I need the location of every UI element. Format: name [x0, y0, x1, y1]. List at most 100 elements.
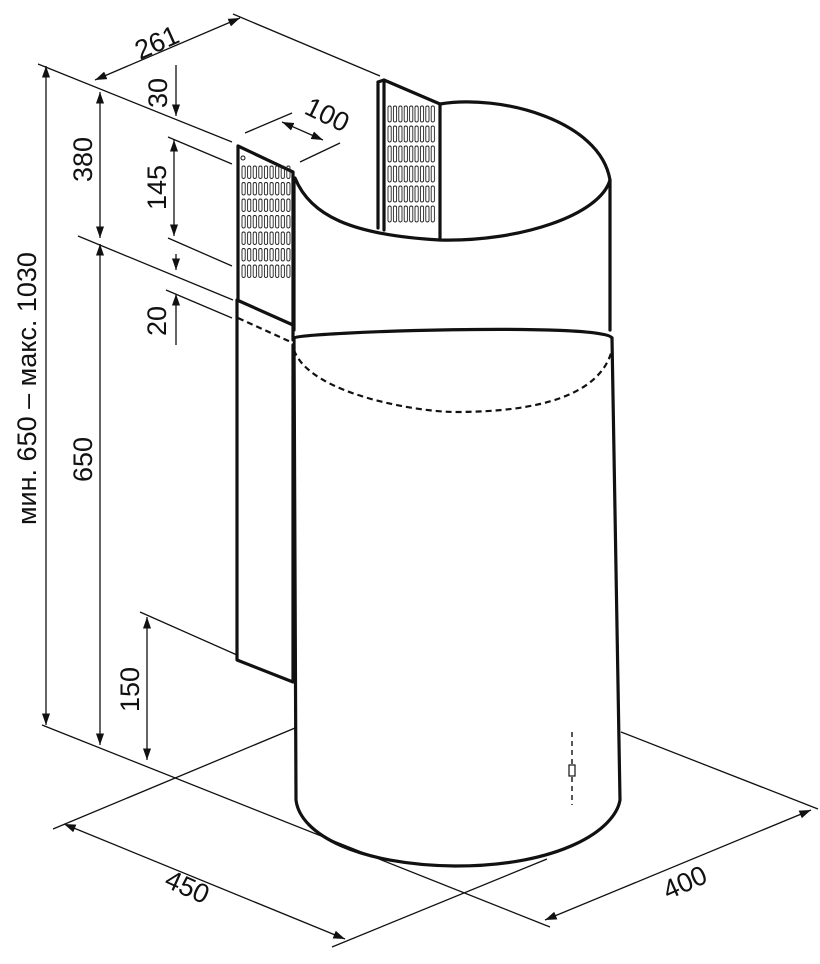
vent-slot [263, 182, 269, 196]
lower-body [292, 336, 622, 868]
vent-slot [425, 145, 430, 163]
front-chimney-panel [235, 144, 295, 684]
vent-slot [430, 145, 435, 163]
vent-slot [387, 145, 392, 163]
vent-slot [403, 185, 408, 203]
vent-slot [403, 105, 408, 123]
vent-slot [286, 248, 291, 262]
vent-slot [252, 264, 257, 278]
vent-slot [430, 105, 435, 123]
vent-slot [409, 145, 414, 163]
vent-slot [414, 125, 419, 143]
vent-slot [280, 264, 285, 278]
vent-slot [247, 198, 252, 212]
vent-slot [425, 165, 430, 183]
vent-slot [258, 165, 263, 179]
vent-slot [275, 215, 280, 229]
vent-slot [258, 264, 263, 278]
vent-slot [409, 205, 414, 223]
vent-slot [252, 182, 257, 196]
label-400: 400 [658, 860, 711, 906]
vent-slot [280, 198, 285, 212]
vent-slot [241, 231, 246, 245]
vent-slot [241, 182, 246, 196]
vent-slot [403, 205, 408, 223]
vent-slot [414, 205, 419, 223]
vent-slot [425, 205, 430, 223]
vent-slot [269, 248, 274, 262]
vent-slot [430, 165, 435, 183]
vent-slot [269, 215, 274, 229]
vent-slot [252, 165, 257, 179]
vent-slot [409, 105, 414, 123]
vent-slot [286, 182, 291, 196]
dim-450-arrow [63, 823, 346, 940]
vent-slot [387, 205, 392, 223]
label-100: 100 [300, 91, 354, 138]
label-total-height: мин. 650 – макс. 1030 [12, 252, 42, 525]
vent-slot [275, 248, 280, 262]
vent-slot [258, 182, 263, 196]
hood-body [292, 100, 622, 868]
dim-261-arrow [94, 17, 241, 81]
vent-slot [241, 165, 246, 179]
vent-slot [419, 185, 425, 203]
label-150: 150 [115, 667, 145, 712]
vent-slot [280, 215, 285, 229]
top-rim-front [293, 176, 612, 242]
vent-slot [419, 145, 425, 163]
vent-slot [398, 165, 403, 183]
vent-slot [419, 125, 425, 143]
vent-slot [398, 125, 403, 143]
vent-slot [403, 145, 408, 163]
control-button-icon [568, 764, 576, 777]
vent-slot [241, 215, 246, 229]
front-vent-grille [241, 165, 291, 278]
vent-slot [258, 231, 263, 245]
rear-vent-grille [387, 105, 435, 223]
vent-slot [392, 205, 398, 223]
rear-chimney-panel [376, 78, 442, 242]
vent-slot [430, 205, 435, 223]
vent-slot [263, 231, 269, 245]
vent-slot [409, 185, 414, 203]
label-261: 261 [130, 20, 183, 66]
vent-slot [275, 198, 280, 212]
vent-slot [403, 125, 408, 143]
vent-slot [280, 248, 285, 262]
vent-slot [241, 248, 246, 262]
vent-slot [286, 231, 291, 245]
vent-slot [269, 198, 274, 212]
vent-slot [425, 185, 430, 203]
vent-slot [414, 165, 419, 183]
vent-slot [430, 185, 435, 203]
vent-slot [286, 198, 291, 212]
vent-slot [280, 165, 285, 179]
vent-slot [392, 125, 398, 143]
vent-slot [275, 182, 280, 196]
vent-slot [269, 182, 274, 196]
label-145: 145 [142, 165, 172, 210]
vent-slot [419, 105, 425, 123]
vent-slot [241, 264, 246, 278]
hidden-joint-line [292, 349, 614, 414]
vent-slot [387, 165, 392, 183]
vent-slot [392, 105, 398, 123]
extension-lines [37, 13, 819, 948]
vent-slot [247, 182, 252, 196]
vent-slot [430, 125, 435, 143]
vent-slot [263, 264, 269, 278]
vent-slot [398, 185, 403, 203]
vent-slot [263, 165, 269, 179]
vent-slot [247, 165, 252, 179]
vent-slot [247, 248, 252, 262]
vent-slot [247, 231, 252, 245]
vent-slot [387, 125, 392, 143]
dim-100-arrow [281, 121, 324, 141]
label-30: 30 [143, 78, 173, 108]
vent-slot [275, 231, 280, 245]
vent-slot [286, 215, 291, 229]
vent-slot [252, 231, 257, 245]
vent-slot [252, 198, 257, 212]
vent-slot [258, 198, 263, 212]
